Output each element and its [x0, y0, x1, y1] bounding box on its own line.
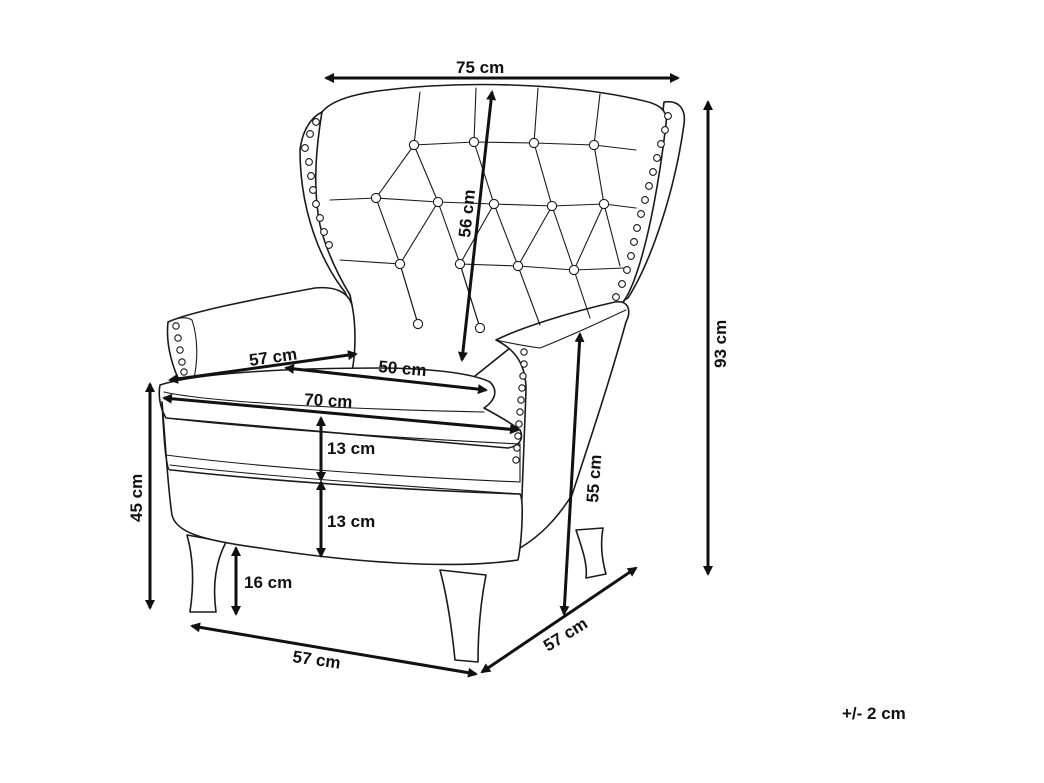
label-base-depth: 57 cm: [540, 614, 591, 656]
label-leg-height: 16 cm: [244, 573, 292, 592]
label-total-width: 75 cm: [456, 58, 504, 77]
nailhead-trim-left-wing: [301, 118, 333, 249]
dim-seat-width-outer: [162, 393, 520, 435]
dim-backrest-height: [457, 90, 497, 362]
nailhead-trim-right-arm: [512, 348, 528, 464]
nailhead-trim-right-wing: [612, 112, 672, 301]
dimension-lines: [145, 73, 713, 678]
label-armrest-height: 55 cm: [583, 454, 605, 503]
label-total-height: 93 cm: [711, 320, 730, 368]
front-right-leg: [439, 569, 487, 663]
label-backrest-height: 56 cm: [455, 188, 479, 238]
dim-base-depth: [480, 566, 638, 674]
front-left-leg: [186, 534, 227, 613]
label-seat-height: 45 cm: [127, 474, 146, 522]
seat-front-base: [161, 401, 523, 566]
dim-seat-width-inner: [284, 363, 488, 395]
label-seat-width-inner: 50 cm: [378, 357, 428, 380]
label-cushion-thickness: 13 cm: [327, 439, 375, 458]
dim-seat-depth: [168, 350, 358, 384]
back-right-leg: [575, 527, 607, 579]
right-armrest-top: [495, 309, 627, 349]
label-seat-width-outer: 70 cm: [304, 390, 353, 411]
tolerance-note: +/- 2 cm: [842, 704, 906, 723]
dim-base-width: [190, 622, 478, 678]
label-base-thickness: 13 cm: [327, 512, 375, 531]
